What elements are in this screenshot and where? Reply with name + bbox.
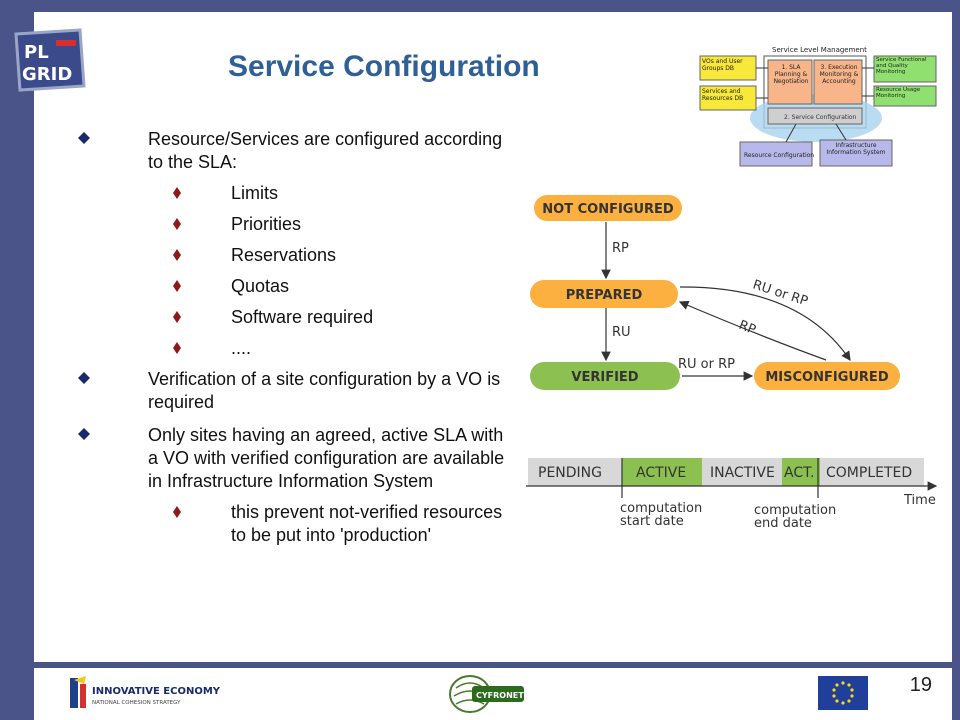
service-config-label: 2. Service Configuration	[784, 114, 857, 121]
diamond-bullet-icon	[78, 372, 90, 384]
sub-diamond-icon	[173, 218, 181, 230]
infra-info-label: Infrastructure Information System	[826, 142, 886, 156]
functional-monitoring-label: Service Functional and Quality Monitorin…	[876, 57, 927, 75]
state-misconfigured-label: MISCONFIGURED	[765, 370, 888, 385]
end-date-line1: computation	[754, 503, 836, 518]
sub-diamond-icon	[173, 187, 181, 199]
slm-diagram: Service Level Management 1. SLA Planning…	[699, 46, 937, 167]
cyfronet-logo: CYFRONET	[449, 675, 524, 713]
vos-db-box	[699, 55, 757, 81]
timeline-pending	[528, 458, 622, 486]
timeline-inactive	[702, 458, 782, 486]
resource-config-label: Resource Configuration	[744, 152, 814, 159]
sub-bullet-item: ....	[78, 337, 518, 360]
sub-bullet-text: Priorities	[231, 214, 302, 234]
diamond-bullet-icon	[78, 428, 90, 440]
sub-bullet-text: Quotas	[231, 276, 290, 296]
state-prepared-label: PREPARED	[566, 288, 643, 303]
execution-box	[813, 59, 863, 105]
timeline-active	[622, 458, 702, 486]
logo-text-pl: PL	[24, 42, 49, 63]
bullet-item: Resource/Services are configured accordi…	[78, 128, 518, 174]
timeline-completed-label: COMPLETED	[826, 465, 912, 481]
resource-config-box	[739, 141, 813, 167]
slm-title: Service Level Management	[772, 46, 867, 54]
arrow-ru-label: RU	[612, 325, 631, 340]
sub-diamond-icon	[173, 506, 181, 518]
timeline-diagram: PENDING ACTIVE INACTIVE ACT. COMPLETED T…	[526, 458, 938, 531]
sub-bullet-text: Software required	[231, 307, 374, 327]
bullet-text: Resource/Services are configured accordi…	[148, 129, 503, 172]
state-misconfigured	[754, 362, 900, 390]
sub-bullet-item: this prevent not-verified resources to b…	[78, 501, 518, 547]
sla-planning-label: 1. SLA Planning & Negotiation	[773, 64, 809, 85]
sub-bullet-item: Software required	[78, 306, 518, 329]
state-not-configured	[534, 195, 682, 221]
flag-mark	[56, 40, 76, 46]
sub-bullet-item: Priorities	[78, 213, 518, 236]
timeline-pending-label: PENDING	[538, 465, 602, 481]
page-number: 19	[909, 674, 932, 696]
arrow-rp-label: RP	[612, 241, 629, 256]
bullet-text: Only sites having an agreed, active SLA …	[148, 425, 505, 491]
arrow-ru-or-rp-top	[679, 286, 851, 361]
sub-bullet-text: Limits	[231, 183, 279, 203]
bullet-item: Only sites having an agreed, active SLA …	[78, 424, 518, 493]
sub-bullet-text: ....	[231, 338, 252, 358]
sub-bullet-item: Limits	[78, 182, 518, 205]
ie-subtitle: NATIONAL COHESION STRATEGY	[92, 700, 181, 706]
vos-db-label: VOs and User Groups DB	[702, 58, 743, 72]
plgrid-logo: PL GRID	[14, 28, 86, 92]
sub-diamond-icon	[173, 280, 181, 292]
infra-info-box	[819, 139, 893, 167]
functional-monitoring-box	[873, 55, 937, 83]
bullet-item: Verification of a site configuration by …	[78, 368, 518, 414]
innovative-economy-logo: INNOVATIVE ECONOMY NATIONAL COHESION STR…	[70, 676, 221, 708]
sla-planning-box	[767, 59, 813, 105]
sub-bullet-text: Reservations	[231, 245, 337, 265]
state-verified-label: VERIFIED	[571, 370, 638, 385]
arrow-rp-back-label: RP	[737, 318, 758, 338]
eu-flag-icon	[818, 676, 868, 710]
usage-monitoring-label: Resource Usage Monitoring	[876, 87, 921, 99]
state-verified	[530, 362, 680, 390]
state-not-configured-label: NOT CONFIGURED	[542, 202, 674, 217]
bullet-list: Resource/Services are configured accordi…	[78, 128, 518, 555]
state-prepared	[530, 280, 678, 308]
slm-connectors	[756, 67, 874, 143]
timeline-inactive-label: INACTIVE	[710, 465, 775, 481]
sub-diamond-icon	[173, 342, 181, 354]
sub-bullet-item: Quotas	[78, 275, 518, 298]
execution-label: 3. Execution Monitoring & Accounting	[819, 64, 859, 85]
state-diagram: NOT CONFIGURED PREPARED VERIFIED MISCONF…	[530, 195, 900, 390]
footer: INNOVATIVE ECONOMY NATIONAL COHESION STR…	[34, 668, 952, 720]
cyfronet-text: CYFRONET	[476, 691, 524, 700]
timeline-act	[782, 458, 820, 486]
timeline-completed	[820, 458, 924, 486]
sub-bullet-text: this prevent not-verified resources to b…	[231, 502, 503, 545]
bullet-text: Verification of a site configuration by …	[148, 369, 501, 412]
sub-bullet-item: Reservations	[78, 244, 518, 267]
page-title: Service Configuration	[228, 50, 540, 83]
sub-diamond-icon	[173, 311, 181, 323]
timeline-active-label: ACTIVE	[636, 465, 686, 481]
service-config-box	[767, 107, 863, 125]
arrow-ru-or-rp-bottom-label: RU or RP	[678, 357, 735, 372]
diamond-bullet-icon	[78, 132, 90, 144]
logo-text-grid: GRID	[22, 64, 72, 85]
arrow-ru-or-rp-top-label: RU or RP	[751, 278, 810, 310]
time-label: Time	[903, 493, 936, 508]
sub-diamond-icon	[173, 249, 181, 261]
services-db-box	[699, 85, 757, 111]
services-db-label: Services and Resources DB	[702, 88, 744, 102]
end-date-line2: end date	[754, 516, 812, 531]
timeline-act-label: ACT.	[784, 465, 814, 481]
ie-title: INNOVATIVE ECONOMY	[92, 686, 221, 697]
arrow-rp-back	[678, 300, 827, 361]
start-date-line2: start date	[620, 514, 684, 529]
start-date-line1: computation	[620, 501, 702, 516]
